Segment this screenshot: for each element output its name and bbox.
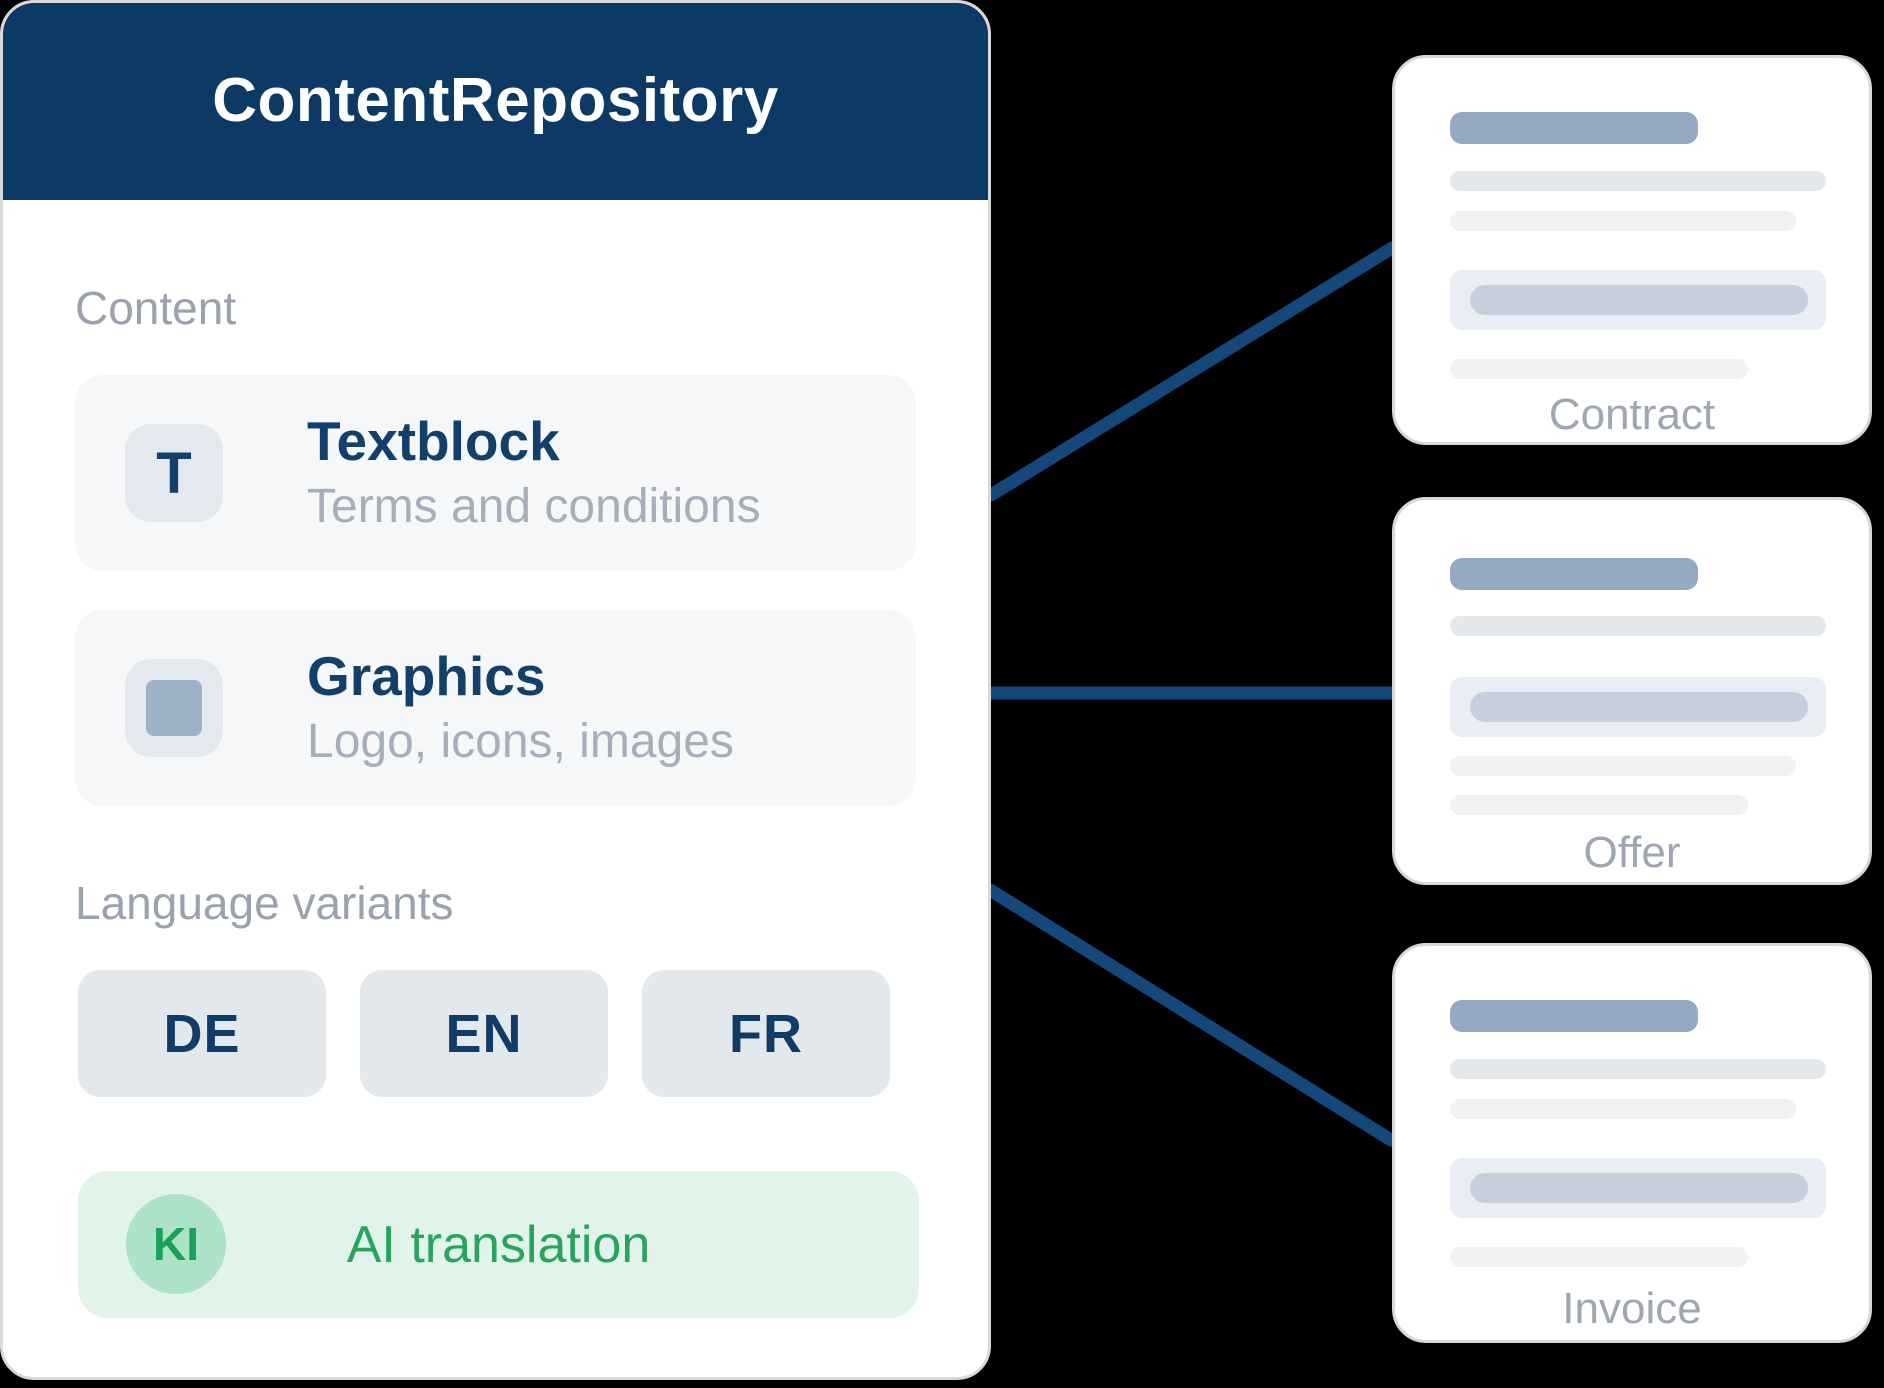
textblock-item[interactable]: T Textblock Terms and conditions (75, 375, 916, 571)
panel-title: ContentRepository (212, 65, 779, 135)
doc-text-line (1450, 1059, 1826, 1079)
connector-invoice (983, 883, 1398, 1147)
graphics-subtitle: Logo, icons, images (307, 714, 734, 768)
chip-en-label: EN (445, 1003, 523, 1064)
offer-label: Offer (1583, 828, 1681, 877)
doc-text-line (1450, 171, 1826, 191)
invoice-label: Invoice (1562, 1284, 1702, 1333)
doc-highlight-block (1450, 1158, 1826, 1218)
doc-text-line (1450, 616, 1826, 636)
contract-card: Contract (1392, 55, 1872, 445)
textblock-subtitle: Terms and conditions (307, 479, 761, 533)
ki-badge-label: KI (153, 1218, 199, 1270)
textblock-icon: T (125, 424, 223, 522)
doc-title-bar (1450, 1000, 1698, 1032)
graphics-item[interactable]: Graphics Logo, icons, images (75, 610, 916, 806)
image-square-icon (146, 680, 202, 736)
panel-header: ContentRepository (3, 3, 988, 200)
doc-text-line (1450, 756, 1796, 776)
doc-highlight-bar (1470, 285, 1808, 315)
doc-text-line (1450, 1247, 1748, 1267)
doc-text-line (1450, 359, 1748, 379)
doc-title-bar (1450, 112, 1698, 144)
connector-contract (984, 241, 1399, 502)
ki-badge-icon: KI (126, 1194, 226, 1294)
doc-text-line (1450, 1099, 1796, 1119)
ai-translation-row[interactable]: AI translation KI (78, 1171, 919, 1318)
chip-de-label: DE (163, 1003, 241, 1064)
doc-title-bar (1450, 558, 1698, 590)
chip-fr-label: FR (729, 1003, 803, 1064)
textblock-title: Textblock (307, 409, 560, 472)
language-chip-en[interactable]: EN (360, 970, 608, 1097)
ai-translation-label: AI translation (346, 1215, 651, 1274)
language-chip-fr[interactable]: FR (642, 970, 890, 1097)
contract-label: Contract (1548, 390, 1716, 439)
doc-highlight-block (1450, 677, 1826, 737)
content-section-label: Content (75, 282, 237, 334)
invoice-card: Invoice (1392, 943, 1872, 1343)
offer-card: Offer (1392, 497, 1872, 885)
letter-t-icon: T (156, 440, 192, 506)
languages-section-label: Language variants (75, 877, 454, 929)
doc-highlight-bar (1470, 1173, 1808, 1203)
graphics-icon (125, 659, 223, 757)
doc-text-line (1450, 211, 1796, 231)
content-repository-panel: ContentRepository Content T Textblock Te… (0, 0, 991, 1380)
doc-text-line (1450, 795, 1748, 815)
graphics-title: Graphics (307, 644, 546, 707)
language-chip-de[interactable]: DE (78, 970, 326, 1097)
doc-highlight-block (1450, 270, 1826, 330)
doc-highlight-bar (1470, 692, 1808, 722)
